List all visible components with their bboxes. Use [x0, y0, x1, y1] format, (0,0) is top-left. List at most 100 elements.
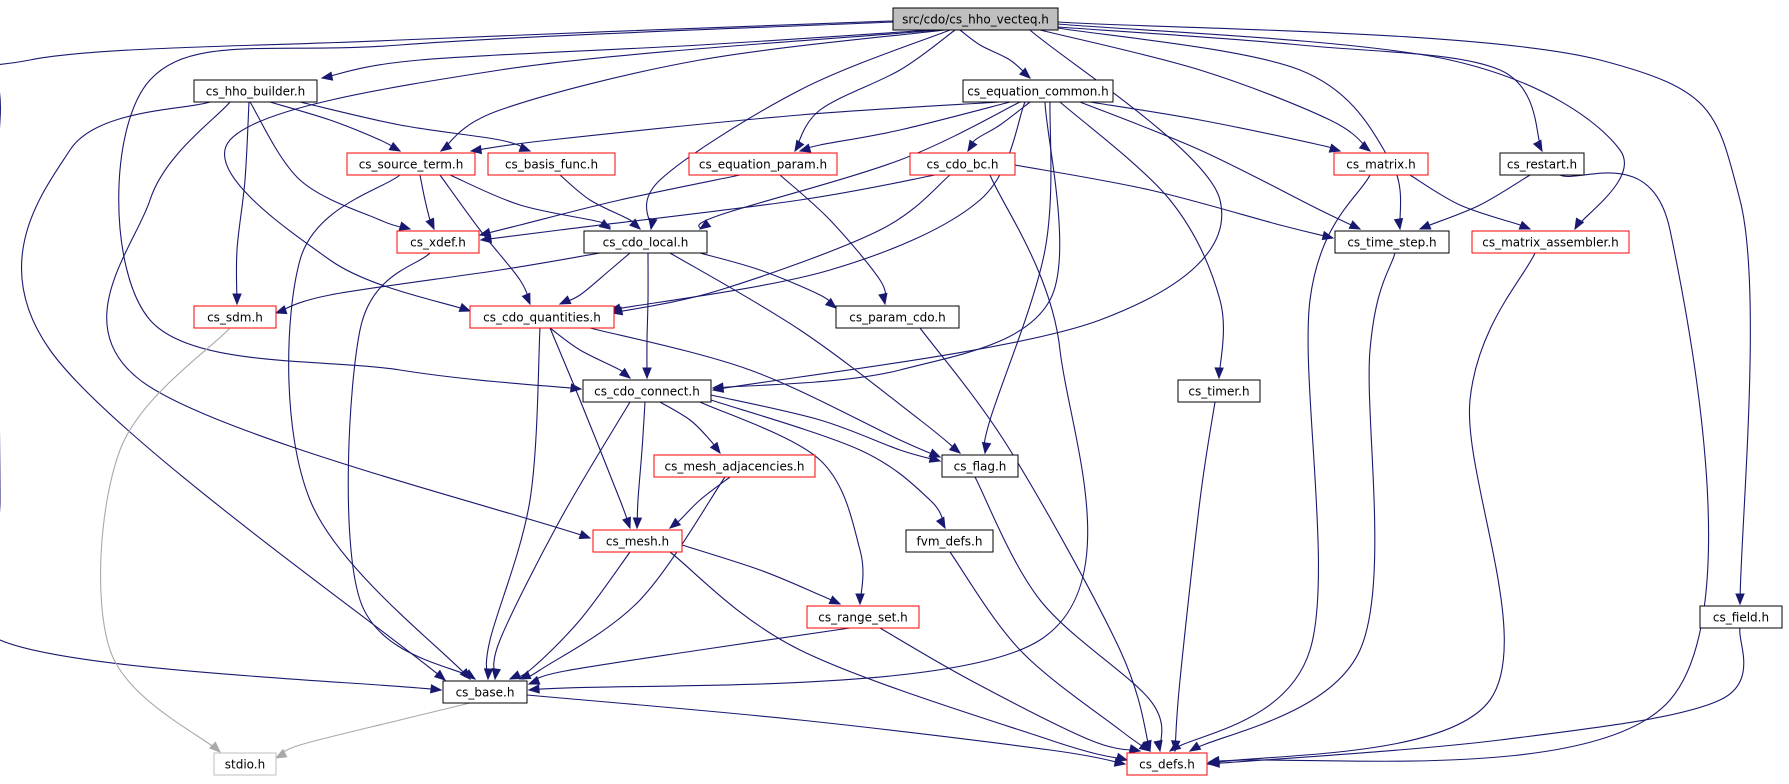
- edge-line: [1057, 26, 1543, 152]
- edge-line: [949, 551, 1151, 752]
- node-box: [193, 305, 277, 329]
- node-equation-common[interactable]: cs_equation_common.h: [962, 79, 1114, 103]
- node-xdef[interactable]: cs_xdef.h: [396, 230, 480, 254]
- edge-line: [118, 21, 894, 390]
- edge-mesh-to-range_set: [681, 544, 842, 605]
- edge-arrowhead-icon: [578, 530, 592, 540]
- node-matrix[interactable]: cs_matrix.h: [1333, 152, 1429, 176]
- edge-arrowhead-icon: [1358, 140, 1372, 152]
- edge-line: [275, 252, 601, 314]
- node-base[interactable]: cs_base.h: [442, 680, 528, 704]
- edge-line: [669, 551, 1128, 761]
- edge-arrowhead-icon: [1128, 744, 1142, 754]
- edge-root-to-matrix_assembler: [1057, 23, 1625, 231]
- edge-source_term-to-cdo_local: [449, 174, 612, 230]
- edge-cdo_connect-to-base: [491, 401, 631, 681]
- edge-line: [799, 101, 1011, 152]
- edge-arrowhead-icon: [232, 293, 242, 306]
- edge-line: [223, 29, 941, 312]
- node-box: [1126, 752, 1208, 776]
- edge-arrowhead-icon: [711, 382, 724, 392]
- edge-arrowhead-icon: [1574, 217, 1585, 231]
- edge-line: [636, 401, 646, 529]
- edge-line: [275, 702, 471, 759]
- node-label: cs_param_cdo.h: [849, 311, 946, 325]
- edge-line: [1208, 627, 1745, 765]
- node-timer[interactable]: cs_timer.h: [1177, 379, 1261, 403]
- node-basis-func[interactable]: cs_basis_func.h: [487, 152, 616, 176]
- node-root[interactable]: src/cdo/cs_hho_vecteq.h: [892, 7, 1059, 31]
- node-label: cs_cdo_connect.h: [594, 385, 700, 399]
- edge-line: [919, 327, 1151, 752]
- edge-line: [1189, 252, 1396, 752]
- node-label: cs_cdo_local.h: [603, 236, 689, 250]
- node-box: [1699, 605, 1783, 629]
- edge-arrowhead-icon: [642, 367, 652, 380]
- node-box: [835, 305, 960, 329]
- node-defs[interactable]: cs_defs.h: [1126, 752, 1208, 776]
- node-cdo-connect[interactable]: cs_cdo_connect.h: [582, 379, 712, 403]
- node-mesh-adjacencies[interactable]: cs_mesh_adjacencies.h: [653, 454, 816, 478]
- edge-arrowhead-icon: [1418, 220, 1432, 230]
- node-fvm-defs[interactable]: fvm_defs.h: [905, 529, 994, 553]
- node-restart[interactable]: cs_restart.h: [1499, 152, 1585, 176]
- edge-arrowhead-icon: [274, 305, 288, 315]
- edge-line: [645, 29, 951, 230]
- edge-cdo_quantities-to-mesh: [549, 327, 631, 530]
- edge-root-to-hho_builder: [320, 29, 933, 81]
- edge-arrowhead-icon: [458, 302, 472, 312]
- node-cdo-quantities[interactable]: cs_cdo_quantities.h: [469, 305, 615, 329]
- edge-line: [983, 101, 1052, 454]
- edge-arrowhead-icon: [320, 71, 334, 81]
- node-param-cdo[interactable]: cs_param_cdo.h: [835, 305, 960, 329]
- edge-line: [485, 327, 541, 680]
- edge-equation_common-to-time_step: [1079, 101, 1362, 230]
- edge-cdo_connect-to-range_set: [699, 401, 865, 606]
- node-label: cs_range_set.h: [818, 611, 908, 625]
- edge-arrowhead-icon: [398, 221, 412, 231]
- edge-line: [449, 174, 611, 230]
- node-box: [1177, 379, 1261, 403]
- edge-hho_builder-to-basis_func: [299, 101, 532, 152]
- edge-line: [1419, 174, 1531, 230]
- edge-arrowhead-icon: [622, 516, 631, 530]
- node-box: [1471, 230, 1630, 254]
- edge-arrowhead-icon: [1207, 758, 1220, 768]
- node-equation-param[interactable]: cs_equation_param.h: [688, 152, 838, 176]
- edge-field-to-defs: [1207, 627, 1745, 768]
- node-label: cs_basis_func.h: [505, 158, 598, 172]
- node-box: [688, 152, 838, 176]
- edge-arrowhead-icon: [1188, 741, 1202, 752]
- node-hho-builder[interactable]: cs_hho_builder.h: [193, 79, 318, 103]
- edge-time_step-to-defs: [1188, 252, 1396, 752]
- node-sdm[interactable]: cs_sdm.h: [193, 305, 277, 329]
- edge-arrowhead-icon: [798, 143, 812, 153]
- edge-line: [106, 101, 591, 539]
- node-box: [346, 152, 476, 176]
- node-cdo-bc[interactable]: cs_cdo_bc.h: [909, 152, 1016, 176]
- node-mesh[interactable]: cs_mesh.h: [592, 529, 683, 553]
- node-time-step[interactable]: cs_time_step.h: [1334, 230, 1450, 254]
- edge-arrowhead-icon: [824, 297, 838, 309]
- node-cdo-local[interactable]: cs_cdo_local.h: [583, 230, 708, 254]
- edge-arrowhead-icon: [709, 441, 721, 455]
- node-flag[interactable]: cs_flag.h: [941, 454, 1019, 478]
- node-range-set[interactable]: cs_range_set.h: [806, 605, 920, 629]
- node-label: cs_matrix_assembler.h: [1482, 236, 1618, 250]
- edge-line: [480, 174, 936, 241]
- node-matrix-assembler[interactable]: cs_matrix_assembler.h: [1471, 230, 1630, 254]
- edge-range_set-to-defs: [879, 627, 1142, 754]
- node-field[interactable]: cs_field.h: [1699, 605, 1783, 629]
- edge-arrowhead-icon: [668, 517, 682, 529]
- node-box: [892, 7, 1059, 31]
- edge-flag-to-defs: [974, 476, 1163, 753]
- edge-hho_builder-to-sdm: [232, 101, 250, 306]
- edge-line: [559, 252, 631, 305]
- node-source-term[interactable]: cs_source_term.h: [346, 152, 476, 176]
- edge-arrowhead-icon: [508, 670, 522, 680]
- edge-arrowhead-icon: [439, 141, 453, 152]
- node-label: cs_restart.h: [1507, 158, 1577, 172]
- edge-arrowhead-icon: [209, 741, 221, 753]
- edge-line: [440, 29, 946, 152]
